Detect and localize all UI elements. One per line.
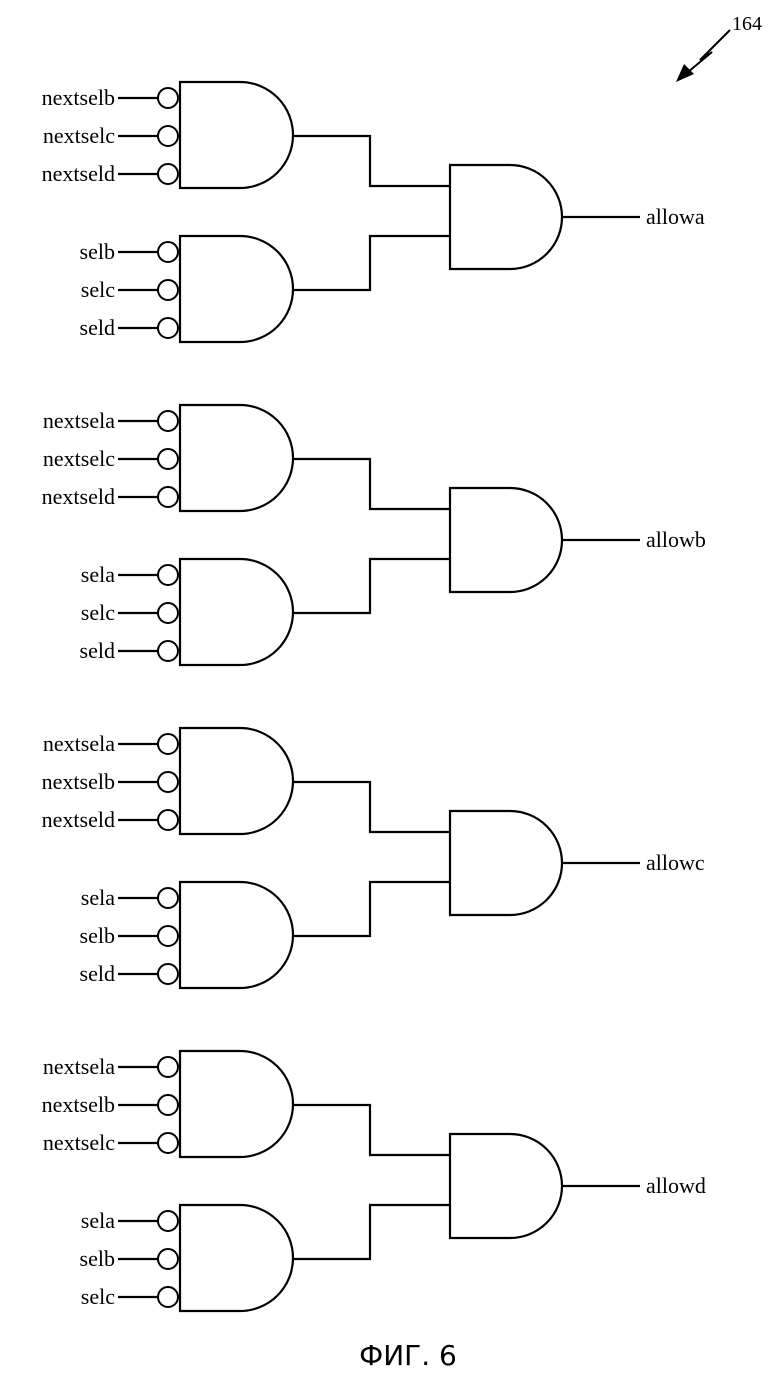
input-label-seld: seld [80,961,115,986]
inverter-bubble [158,1287,178,1307]
gate-block-allowd: nextsela nextselb nextselc sela selb selc allo… [42,1051,706,1311]
upper-and-gate [180,405,293,511]
input-label-sela: sela [81,1208,115,1233]
input-label-nextseld: nextseld [42,807,115,832]
upper-gate-output-wire [292,459,450,509]
inverter-bubble [158,1133,178,1153]
gate-blocks: nextselb nextselc nextseld selb selc seld allo… [42,82,706,1311]
upper-gate-output-wire [292,782,450,832]
input-label-selc: selc [81,600,115,625]
inverter-bubble [158,449,178,469]
gate-block-allowb: nextsela nextselc nextseld sela selc seld allo… [42,405,706,665]
input-label-nextseld: nextseld [42,161,115,186]
inverter-bubble [158,772,178,792]
inverter-bubble [158,565,178,585]
inverter-bubble [158,164,178,184]
inverter-bubble [158,487,178,507]
inverter-bubble [158,1095,178,1115]
output-and-gate [450,1134,562,1238]
inverter-bubble [158,280,178,300]
figure-caption: ФИГ. 6 [359,1339,457,1372]
input-label-selc: selc [81,277,115,302]
input-label-seld: seld [80,315,115,340]
inverter-bubble [158,964,178,984]
input-label-nextselc: nextselc [43,123,115,148]
inverter-bubble [158,926,178,946]
input-label-selc: selc [81,1284,115,1309]
inverter-bubble [158,411,178,431]
lower-and-gate [180,1205,293,1311]
input-label-selb: selb [80,923,115,948]
lower-and-gate [180,882,293,988]
input-label-selb: selb [80,239,115,264]
output-and-gate [450,165,562,269]
upper-and-gate [180,728,293,834]
reference-marker: 164 [676,13,762,82]
input-label-sela: sela [81,885,115,910]
lower-gate-output-wire [292,1205,450,1259]
input-label-sela: sela [81,562,115,587]
output-label-allowb: allowb [646,527,706,552]
input-label-seld: seld [80,638,115,663]
output-label-allowc: allowc [646,850,705,875]
upper-and-gate [180,82,293,188]
reference-number: 164 [732,13,762,35]
gate-block-allowc: nextsela nextselb nextseld sela selb seld allo… [42,728,705,988]
upper-gate-output-wire [292,136,450,186]
inverter-bubble [158,242,178,262]
inverter-bubble [158,888,178,908]
input-label-nextselb: nextselb [42,769,115,794]
gate-block-allowa: nextselb nextselc nextseld selb selc seld allo… [42,82,705,342]
lower-gate-output-wire [292,882,450,936]
reference-arrowhead [676,64,694,82]
input-label-nextselb: nextselb [42,1092,115,1117]
lower-gate-output-wire [292,559,450,613]
inverter-bubble [158,641,178,661]
inverter-bubble [158,603,178,623]
lower-gate-output-wire [292,236,450,290]
input-label-selb: selb [80,1246,115,1271]
inverter-bubble [158,88,178,108]
inverter-bubble [158,318,178,338]
reference-leader-line [688,30,730,72]
lower-and-gate [180,559,293,665]
inverter-bubble [158,810,178,830]
input-label-nextselb: nextselb [42,85,115,110]
inverter-bubble [158,1249,178,1269]
upper-and-gate [180,1051,293,1157]
upper-gate-output-wire [292,1105,450,1155]
inverter-bubble [158,1211,178,1231]
inverter-bubble [158,734,178,754]
input-label-nextselc: nextselc [43,446,115,471]
input-label-nextsela: nextsela [43,1054,115,1079]
input-label-nextselc: nextselc [43,1130,115,1155]
lower-and-gate [180,236,293,342]
output-label-allowa: allowa [646,204,705,229]
output-and-gate [450,811,562,915]
input-label-nextseld: nextseld [42,484,115,509]
input-label-nextsela: nextsela [43,731,115,756]
inverter-bubble [158,126,178,146]
inverter-bubble [158,1057,178,1077]
input-label-nextsela: nextsela [43,408,115,433]
output-label-allowd: allowd [646,1173,706,1198]
output-and-gate [450,488,562,592]
